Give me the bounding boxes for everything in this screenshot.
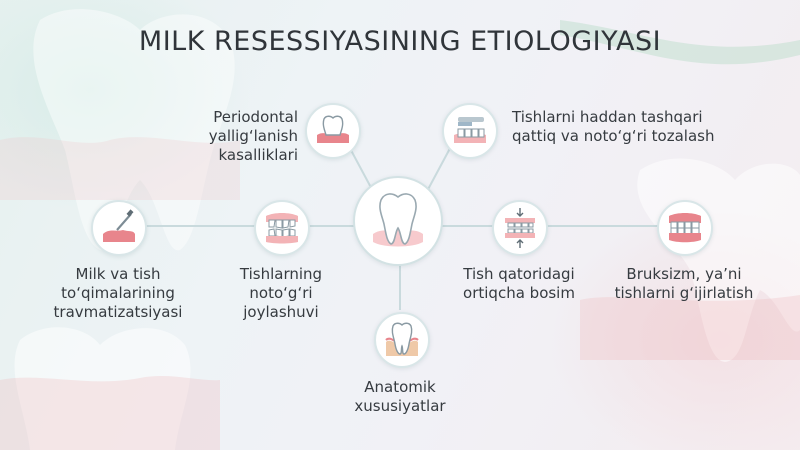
label-brushing: Tishlarni haddan tashqari qattiq va noto… xyxy=(512,108,715,145)
label-malposition: Tishlarning noto‘g‘ri joylashuvi xyxy=(239,265,323,321)
central-tooth-icon xyxy=(373,193,423,247)
dental-instrument-gum-icon xyxy=(103,209,135,242)
label-trauma: Milk va tish to‘qimalarining travmatizat… xyxy=(53,265,183,321)
trauma-node xyxy=(91,200,147,256)
malposition-node xyxy=(254,200,310,256)
pressure-node xyxy=(492,200,548,256)
crooked-teeth-icon xyxy=(266,213,298,244)
bruxism-node xyxy=(657,200,713,256)
label-anatomic: Anatomik xususiyatlar xyxy=(354,378,446,415)
page-title: MILK RESESSIYASINING ETIOLOGIYASI xyxy=(138,26,662,57)
label-bruxism: Bruksizm, ya’ni tishlarni g‘ijirlatish xyxy=(614,265,754,302)
tooth-in-gum-icon xyxy=(385,322,419,356)
inflamed-gum-tooth-icon xyxy=(317,115,349,143)
periodontal-node xyxy=(305,103,361,159)
label-periodontal: Periodontal yallig‘lanish kasalliklari xyxy=(208,108,298,164)
brushing-node xyxy=(442,103,498,159)
central-tooth-node xyxy=(353,176,443,266)
teeth-pressure-arrows-icon xyxy=(505,208,535,248)
anatomic-node xyxy=(374,312,430,368)
clenched-teeth-icon xyxy=(669,213,701,243)
label-pressure: Tish qatoridagi ortiqcha bosim xyxy=(463,265,575,302)
toothbrush-teeth-icon xyxy=(454,117,486,143)
